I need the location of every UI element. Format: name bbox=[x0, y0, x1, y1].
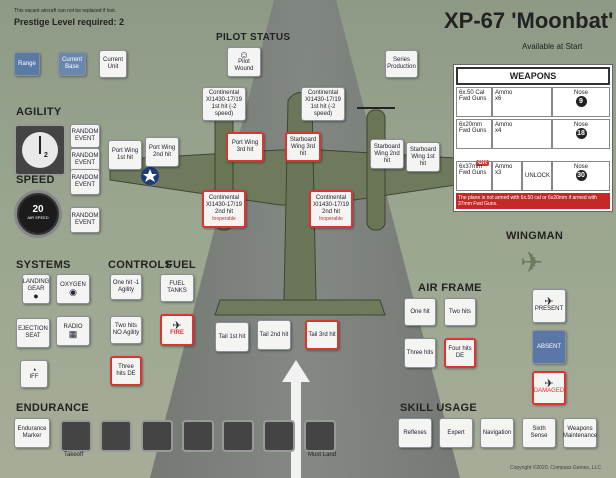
landing-gear-icon: ● bbox=[33, 290, 39, 301]
takeoff-label: Takeoff bbox=[64, 452, 84, 458]
weapons-title: WEAPONS bbox=[456, 67, 610, 85]
unlock-label: UNLOCK bbox=[522, 161, 552, 191]
controls-label: CONTROLS bbox=[108, 259, 173, 271]
speed-random-event-2[interactable]: RANDOM EVENT bbox=[70, 207, 100, 233]
skill-expert[interactable]: Expert bbox=[439, 418, 473, 448]
starboard-wing-1st-hit[interactable]: Starboard Wing 1st hit bbox=[406, 142, 440, 172]
or-badge: OR bbox=[476, 160, 489, 166]
landing-gear-tile[interactable]: LANDING GEAR● bbox=[22, 274, 50, 304]
agility-label: AGILITY bbox=[16, 106, 62, 118]
airframe-one-hit[interactable]: One hit bbox=[404, 298, 436, 326]
endurance-gauge[interactable] bbox=[182, 420, 214, 452]
endurance-gauge[interactable] bbox=[304, 420, 336, 452]
skill-reflexes[interactable]: Reflexes bbox=[398, 418, 432, 448]
port-wing-3rd-hit[interactable]: Port Wing 3rd hit bbox=[226, 132, 264, 162]
endurance-label: ENDURANCE bbox=[16, 402, 89, 414]
availability: Available at Start bbox=[522, 42, 583, 51]
systems-label: SYSTEMS bbox=[16, 259, 71, 271]
copyright: Copyright ©2020, Compass Games, LLC bbox=[510, 465, 601, 471]
wingman-present-icon: ✈ bbox=[544, 296, 554, 308]
oxygen-mask-icon: ◉ bbox=[69, 287, 77, 297]
port-engine-1st-hit[interactable]: Continental XI1430-17/19 1st hit (-2 spe… bbox=[202, 87, 246, 121]
speed-value: 20 bbox=[32, 204, 44, 215]
agility-gauge: 2 bbox=[14, 124, 66, 176]
wingman-label: WINGMAN bbox=[506, 230, 564, 242]
endurance-marker-tile[interactable]: Endurance Marker bbox=[14, 418, 50, 448]
airframe-two-hits[interactable]: Two hits bbox=[444, 298, 476, 326]
endurance-gauge[interactable] bbox=[141, 420, 173, 452]
port-wing-2nd-hit[interactable]: Port Wing 2nd hit bbox=[145, 137, 179, 167]
vacant-note: This vacant aircraft can not be replaced… bbox=[14, 8, 116, 14]
runway-center-line bbox=[291, 380, 301, 478]
starboard-wing-3rd-hit[interactable]: Starboard Wing 3rd hit bbox=[285, 132, 321, 162]
fuel-tanks-tile[interactable]: FUEL TANKS bbox=[160, 274, 194, 302]
tail-2nd-hit[interactable]: Tail 2nd hit bbox=[257, 320, 291, 350]
speed-random-event[interactable]: RANDOM EVENT bbox=[70, 169, 100, 195]
starboard-engine-1st-hit[interactable]: Continental XI1430-17/19 1st hit (-2 spe… bbox=[301, 87, 345, 121]
endurance-gauge[interactable] bbox=[263, 420, 295, 452]
iff-tile[interactable]: ◔IFF bbox=[20, 360, 48, 388]
ejection-seat-tile[interactable]: EJECTION SEAT bbox=[16, 318, 50, 348]
wingman-present-tile[interactable]: ✈PRESENT bbox=[532, 289, 566, 323]
wingman-damaged-tile[interactable]: ✈DAMAGED bbox=[532, 371, 566, 405]
prestige-level: Prestige Level required: 2 bbox=[14, 17, 125, 27]
radio-icon: ▦ bbox=[68, 329, 78, 339]
wingman-damaged-icon: ✈ bbox=[544, 378, 554, 390]
range-tile[interactable]: Range bbox=[14, 52, 40, 76]
wingman-absent-tile[interactable]: ABSENT bbox=[532, 330, 566, 364]
current-base-tile[interactable]: Current Base bbox=[58, 52, 86, 76]
skill-navigation[interactable]: Navigation bbox=[480, 418, 514, 448]
port-wing-1st-hit[interactable]: Port Wing 1st hit bbox=[108, 140, 142, 170]
pilot-status-label: PILOT STATUS bbox=[216, 32, 291, 43]
speed-label: SPEED bbox=[16, 174, 55, 186]
agility-random-event-1[interactable]: RANDOM EVENT bbox=[70, 124, 100, 148]
skill-usage-label: SKILL USAGE bbox=[400, 402, 478, 414]
pilot-wound-tile[interactable]: ☺ Pilot Wound bbox=[227, 47, 261, 77]
agility-value: 2 bbox=[44, 152, 48, 159]
controls-three-hits[interactable]: Three hits DE bbox=[110, 356, 142, 386]
airframe-four-hits[interactable]: Four hits DE bbox=[444, 338, 476, 368]
endurance-gauge[interactable] bbox=[60, 420, 92, 452]
skill-sixth-sense[interactable]: Sixth Sense bbox=[522, 418, 556, 448]
aircraft-title: XP-67 'Moonbat' bbox=[444, 8, 614, 33]
speed-unit: AIR SPEED bbox=[27, 215, 49, 220]
tail-3rd-hit[interactable]: Tail 3rd hit bbox=[305, 320, 339, 350]
controls-one-hit[interactable]: One hit -1 Agility bbox=[110, 274, 142, 300]
endurance-gauge[interactable] bbox=[100, 420, 132, 452]
pilot-icon: ☺ bbox=[238, 49, 250, 61]
must-land-label: Must Land bbox=[308, 452, 337, 458]
endurance-gauge[interactable] bbox=[222, 420, 254, 452]
current-unit-tile[interactable]: Current Unit bbox=[99, 50, 127, 78]
iff-icon: ◔ bbox=[31, 365, 37, 375]
starboard-wing-2nd-hit[interactable]: Starboard Wing 2nd hit bbox=[370, 139, 404, 169]
wingman-aircraft-icon: ✈ bbox=[520, 247, 544, 278]
runway-center-arrow bbox=[282, 360, 310, 382]
aircraft-silhouette bbox=[109, 92, 491, 316]
fire-aircraft-icon: ✈ bbox=[172, 320, 182, 332]
tail-1st-hit[interactable]: Tail 1st hit bbox=[215, 322, 249, 352]
airframe-three-hits[interactable]: Three hits bbox=[404, 338, 436, 368]
skill-weapons-maintenance[interactable]: Weapons Maintenance bbox=[563, 418, 597, 448]
fire-tile[interactable]: ✈ FIRE bbox=[160, 314, 194, 346]
controls-two-hits[interactable]: Two hits NO Agility bbox=[110, 316, 142, 344]
agility-random-event-2[interactable]: RANDOM EVENT bbox=[70, 148, 100, 172]
radio-tile[interactable]: RADIO▦ bbox=[56, 316, 90, 346]
airspeed-gauge: 20 AIR SPEED bbox=[14, 190, 62, 238]
weapons-warning: The plane is not armed with 6x.50 cal or… bbox=[456, 193, 610, 209]
oxygen-tile[interactable]: OXYGEN◉ bbox=[56, 274, 90, 304]
airframe-label: AIR FRAME bbox=[418, 282, 482, 294]
fuel-label: FUEL bbox=[166, 259, 196, 271]
series-production-tile[interactable]: Series Production bbox=[385, 50, 418, 78]
